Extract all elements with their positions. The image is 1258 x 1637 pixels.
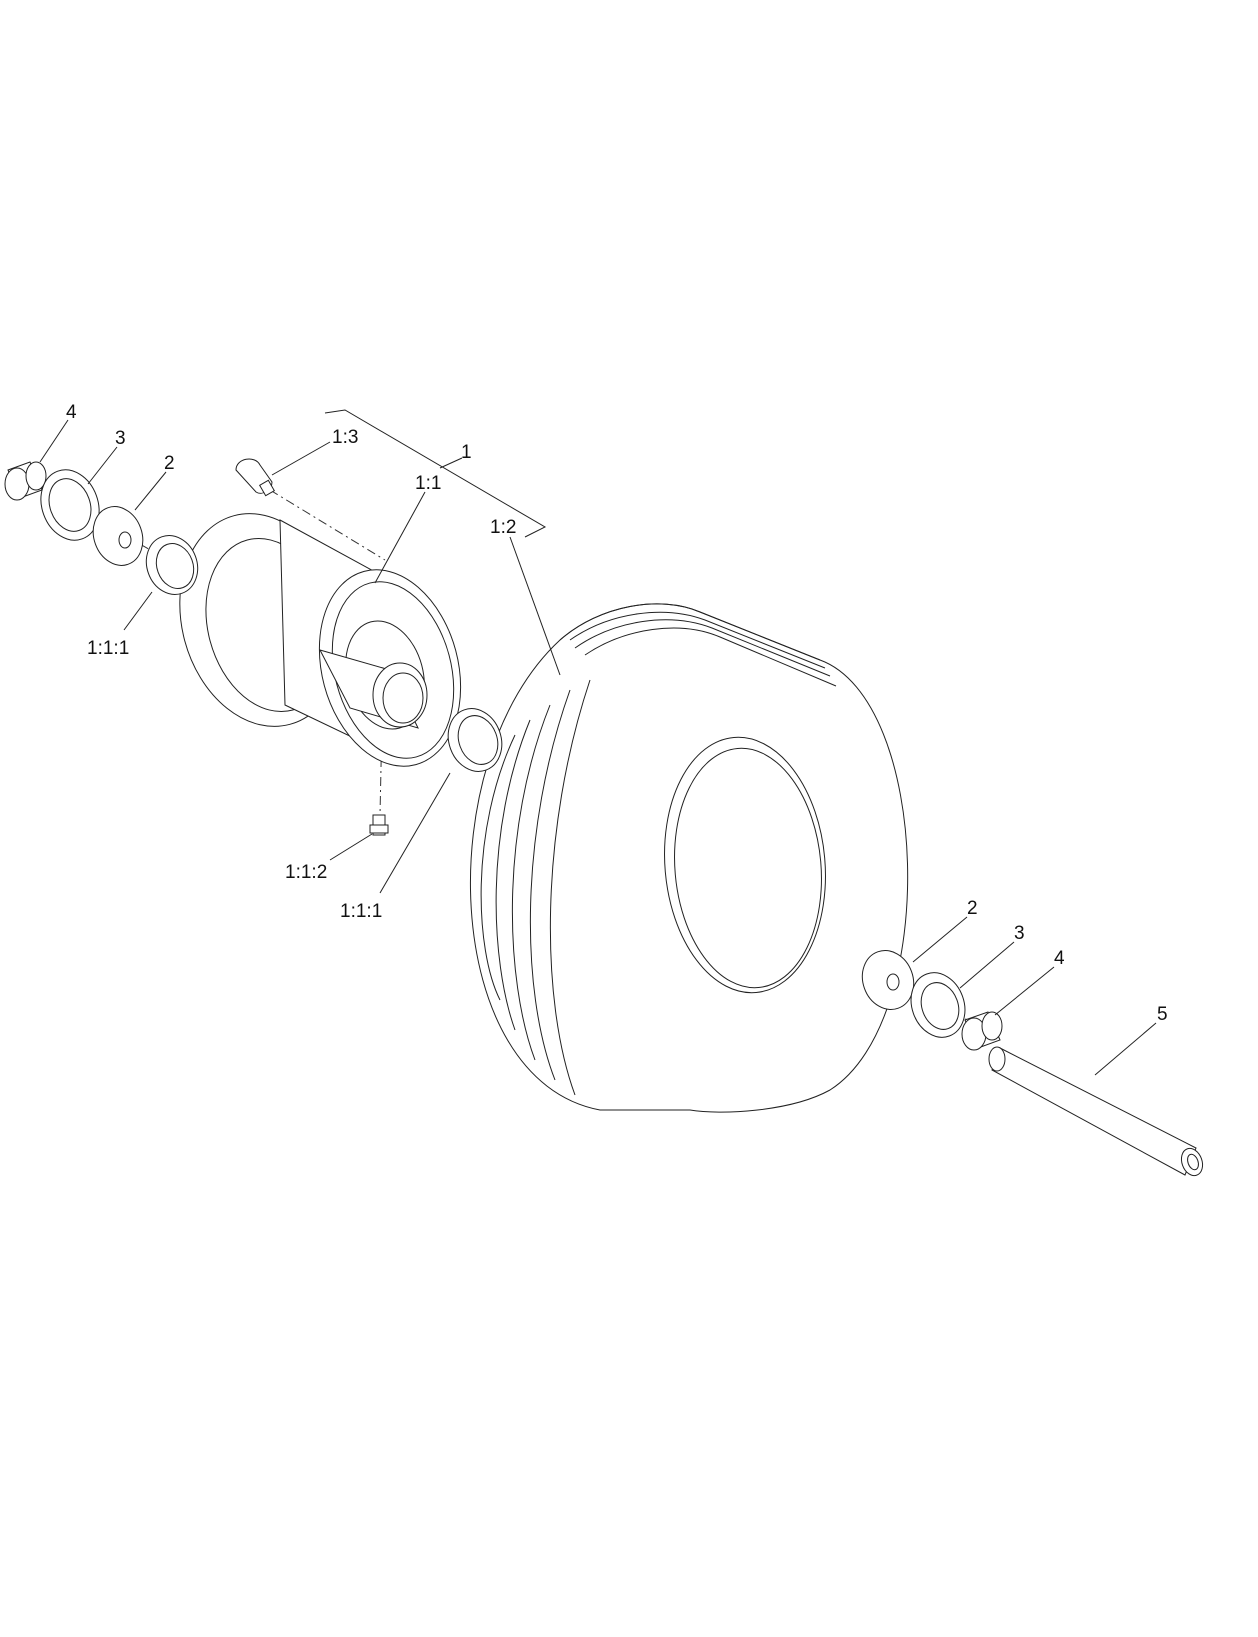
callout-5: 5 <box>1157 1004 1168 1025</box>
part-4-left <box>4 461 47 501</box>
callout-1-3: 1:3 <box>332 427 358 448</box>
tire <box>469 603 909 1113</box>
callout-1-1-1-lower: 1:1:1 <box>340 901 382 922</box>
part-5-axle <box>988 1046 1204 1177</box>
leader-lines <box>39 419 1157 1076</box>
callout-4-right: 4 <box>1054 948 1065 969</box>
callout-1: 1 <box>461 442 472 463</box>
assembly-bracket <box>324 409 547 538</box>
part-2-right <box>861 950 915 1010</box>
tire-hub-opening <box>664 736 826 994</box>
rim <box>179 513 462 767</box>
callout-4-left: 4 <box>66 402 77 423</box>
callout-3-left: 3 <box>115 428 126 449</box>
part-3-right <box>910 972 966 1038</box>
part-4-right <box>961 1011 1003 1051</box>
callout-2-right: 2 <box>967 898 978 919</box>
callout-1-1: 1:1 <box>415 473 441 494</box>
callout-1-2: 1:2 <box>490 517 516 538</box>
grease-fitting <box>369 814 389 836</box>
part-1-1-1-lower-bearing-cup <box>447 708 503 772</box>
callout-3-right: 3 <box>1014 923 1025 944</box>
callout-1-1-2: 1:1:2 <box>285 862 327 883</box>
part-2-left <box>92 506 144 566</box>
valve-centerline <box>269 489 386 561</box>
fitting-centerline <box>379 719 383 816</box>
valve-stem <box>235 458 276 497</box>
part-3-left <box>40 469 100 541</box>
callout-1-1-1-upper: 1:1:1 <box>87 638 129 659</box>
part-1-1-1-upper-bearing-cup <box>145 535 199 595</box>
callout-2-left: 2 <box>164 453 175 474</box>
